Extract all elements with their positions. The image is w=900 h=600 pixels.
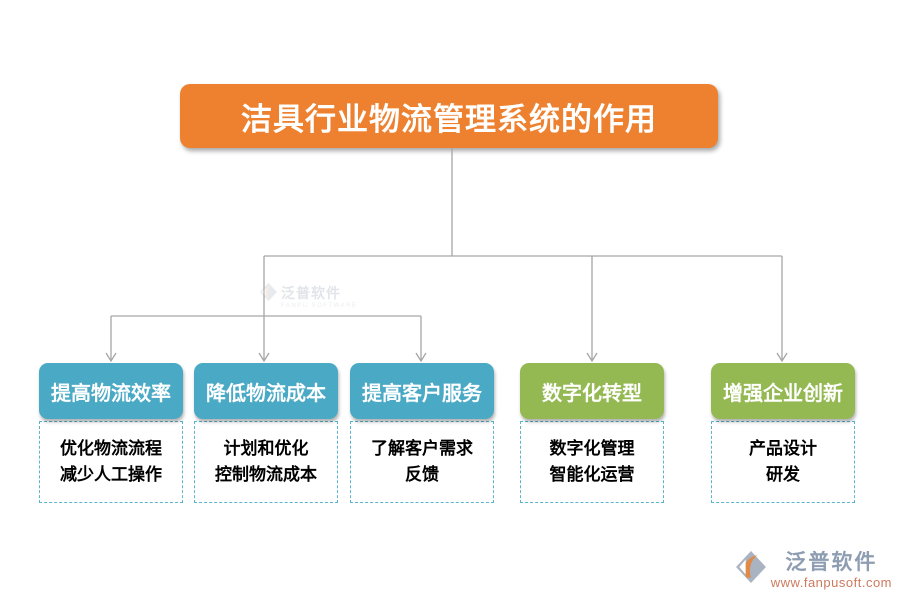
node-body-line: 反馈 [405,465,439,484]
node-digital-transformation: 数字化转型 数字化管理 智能化运营 [520,363,664,503]
watermark-footer-url: www.fanpusoft.com [770,575,892,590]
node-header: 数字化转型 [520,363,664,419]
watermark-footer-brand: 泛普软件 [785,551,878,574]
node-body: 了解客户需求 反馈 [350,421,494,503]
diagram-title: 洁具行业物流管理系统的作用 [180,84,718,148]
watermark-center-text: 泛普软件 FANPU SOFTWARE [281,283,357,309]
node-enterprise-innovation: 增强企业创新 产品设计 研发 [711,363,855,503]
node-body-line: 了解客户需求 [371,439,473,458]
node-header: 提高物流效率 [39,363,183,419]
fanpu-logo-icon [735,551,766,583]
node-body-line: 计划和优化 [223,439,309,458]
node-body-line: 研发 [766,465,800,484]
node-body-line: 减少人工操作 [60,465,162,484]
node-body-line: 产品设计 [749,439,817,458]
node-logistics-cost: 降低物流成本 计划和优化 控制物流成本 [194,363,338,503]
arrowhead-node4 [586,352,598,363]
node-header: 增强企业创新 [711,363,855,419]
node-body-line: 智能化运营 [549,465,635,484]
node-body-line: 优化物流流程 [60,439,162,458]
node-header: 提高客户服务 [350,363,494,419]
watermark-center-brand: 泛普软件 [281,285,341,301]
node-body-line: 数字化管理 [549,439,635,458]
watermark-center-subtitle: FANPU SOFTWARE [281,303,358,309]
watermark-center: 泛普软件 FANPU SOFTWARE [260,283,357,309]
watermark-footer-text: 泛普软件 www.fanpusoft.com [771,551,892,590]
node-customer-service: 提高客户服务 了解客户需求 反馈 [350,363,494,503]
fanpu-logo-icon [260,283,277,301]
arrowhead-node1 [105,352,117,363]
node-body: 数字化管理 智能化运营 [520,421,664,503]
arrowhead-node2 [258,352,270,363]
node-header: 降低物流成本 [194,363,338,419]
arrowhead-node3 [415,352,427,363]
node-logistics-efficiency: 提高物流效率 优化物流流程 减少人工操作 [39,363,183,503]
node-body: 优化物流流程 减少人工操作 [39,421,183,503]
arrowhead-node5 [776,352,788,363]
node-body: 产品设计 研发 [711,421,855,503]
watermark-footer: 泛普软件 www.fanpusoft.com [735,551,892,590]
node-body: 计划和优化 控制物流成本 [194,421,338,503]
node-body-line: 控制物流成本 [215,465,317,484]
tree-branches [105,148,788,363]
